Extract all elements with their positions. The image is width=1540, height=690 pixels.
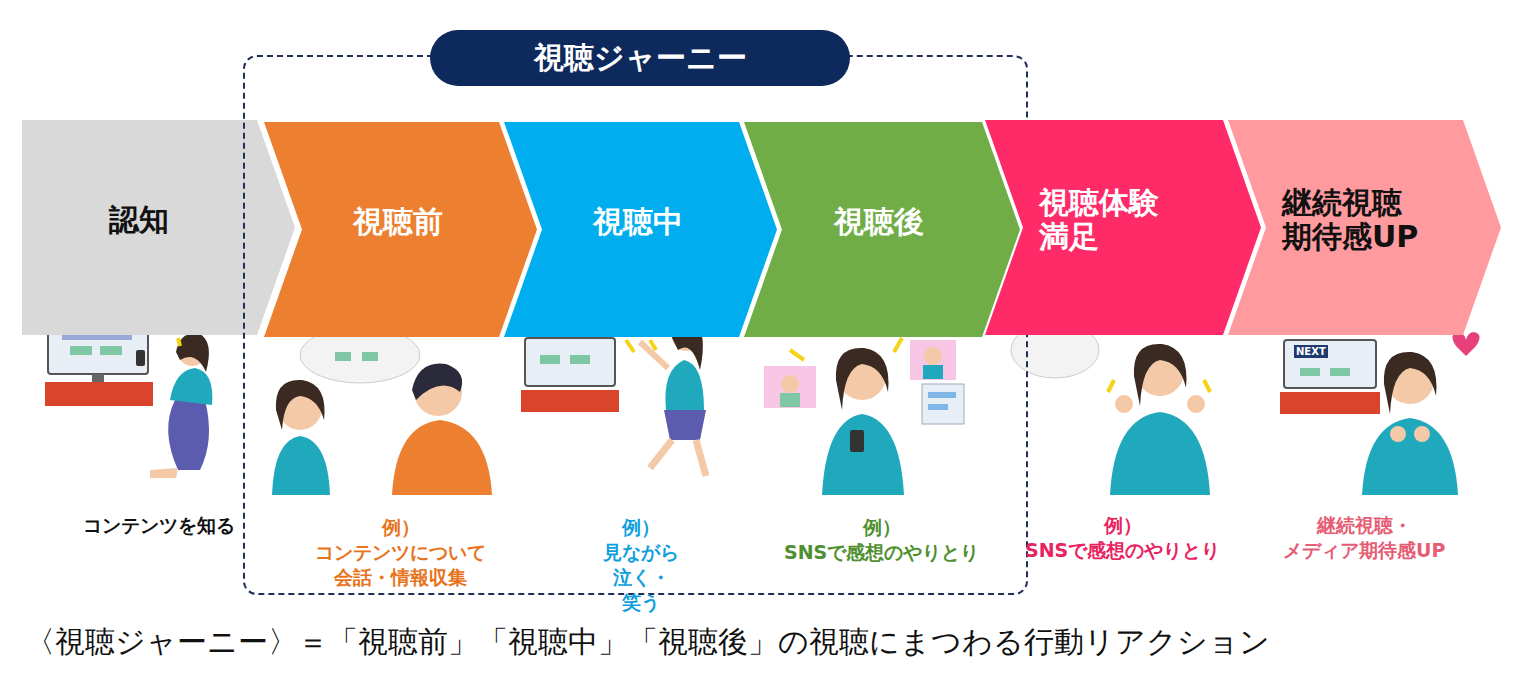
chevron-fill [22,120,295,335]
people-talking [272,327,492,495]
step-description: 例）SNSで感想のやりとり [784,515,979,565]
heading-wrap: 継続視聴 期待感UP [1282,186,1418,254]
journey-group: 視聴ジャーニー視聴前例）コンテンツについて 会話・情報収集視聴中例）見ながら 泣… [243,55,1028,595]
chevron-step: 視聴中例）見ながら 泣く・笑う [504,122,777,572]
chevron-step: 視聴体験 満足例）SNSで感想のやりとり [985,120,1261,570]
chevron-fill [1228,120,1501,335]
heading-wrap: 視聴中 [593,205,683,239]
description-wrap: 継続視聴・ メディア期待感UP [1283,513,1445,563]
step-heading: 視聴前 [353,205,443,239]
step-description: 例）コンテンツについて 会話・情報収集 [315,515,486,590]
step-description: コンテンツを知る [83,513,235,538]
heading-wrap: 視聴体験 満足 [1039,186,1159,254]
chevron-step: 視聴前例）コンテンツについて 会話・情報収集 [264,122,537,572]
step-heading: 視聴体験 満足 [1039,186,1159,254]
heading-wrap: 視聴後 [834,205,924,239]
step-description: 継続視聴・ メディア期待感UP [1283,513,1445,563]
person-thumbs-up [1011,322,1210,495]
description-wrap: 例）SNSで感想のやりとり [784,515,979,565]
step-heading: 継続視聴 期待感UP [1282,186,1418,254]
step-description: 例）見ながら 泣く・笑う [603,515,679,615]
step-heading: 認知 [109,203,169,237]
heading-wrap: 認知 [109,203,169,237]
description-wrap: 例）コンテンツについて 会話・情報収集 [315,515,486,590]
chevron-fill [985,120,1261,335]
chevron-fill [264,122,537,337]
description-wrap: 例）SNSで感想のやりとり [1025,513,1220,563]
heading-wrap: 視聴前 [353,205,443,239]
chevron-step: 認知コンテンツを知る [22,120,295,570]
chevron-fill [744,122,1020,337]
person-tv-1 [45,322,212,478]
person-jumping [521,321,706,476]
chevron-fill [504,122,777,337]
group-label-pill: 視聴ジャーニー [430,30,850,86]
description-wrap: コンテンツを知る [83,513,235,538]
chevron-shape [985,120,1261,335]
caption: 〈視聴ジャーニー〉＝「視聴前」「視聴中」「視聴後」の視聴にまつわる行動リアクショ… [25,622,1270,662]
screen-label: NEXT [1294,345,1328,358]
description-wrap: 例）見ながら 泣く・笑う [603,515,679,615]
step-heading: 視聴後 [834,205,924,239]
person-sns [764,338,964,495]
step-description: 例）SNSで感想のやりとり [1025,513,1220,563]
group-title: 視聴ジャーニー [534,41,747,75]
step-heading: 視聴中 [593,205,683,239]
person-heart-tv [1280,332,1480,495]
chevron-step: 視聴後例）SNSで感想のやりとり [744,122,1020,572]
chevron-step: 継続視聴 期待感UP 継続視聴・ メディア期待感UP [1228,120,1501,570]
